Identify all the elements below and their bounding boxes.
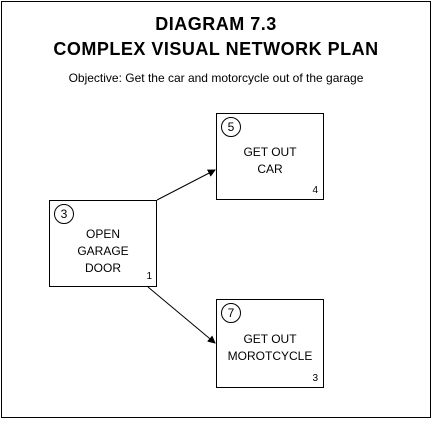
- diagram-subtitle: COMPLEX VISUAL NETWORK PLAN: [53, 39, 379, 59]
- node-id-circle: 5: [221, 117, 241, 137]
- objective-text: Objective: Get the car and motorcycle ou…: [68, 71, 364, 85]
- node-get-out-motorcycle: 7 GET OUT MOROTCYCLE 3: [216, 299, 324, 388]
- node-duration: 1: [146, 271, 152, 282]
- node-open-garage-door: 3 OPEN GARAGE DOOR 1: [49, 200, 157, 287]
- diagram-title: DIAGRAM 7.3: [155, 14, 277, 34]
- node-label-line: OPEN: [85, 227, 120, 241]
- node-id-circle: 7: [221, 303, 241, 323]
- node-get-out-car: 5 GET OUT CAR 4: [216, 113, 324, 200]
- node-duration: 4: [312, 185, 318, 196]
- node-label: GET OUT MOROTCYCLE: [217, 331, 323, 365]
- node-label-line: GET OUT: [243, 332, 297, 346]
- node-label-line: CAR: [257, 162, 283, 176]
- node-label: GET OUT CAR: [217, 144, 323, 178]
- node-label-line: MOROTCYCLE: [227, 349, 313, 363]
- node-id-circle: 3: [54, 204, 74, 224]
- node-label-line: DOOR: [85, 261, 121, 275]
- node-label: OPEN GARAGE DOOR: [50, 226, 156, 277]
- node-label-line: GET OUT: [243, 145, 297, 159]
- node-label-line: GARAGE: [77, 244, 129, 258]
- diagram-frame: [1, 1, 431, 418]
- node-duration: 3: [312, 373, 318, 384]
